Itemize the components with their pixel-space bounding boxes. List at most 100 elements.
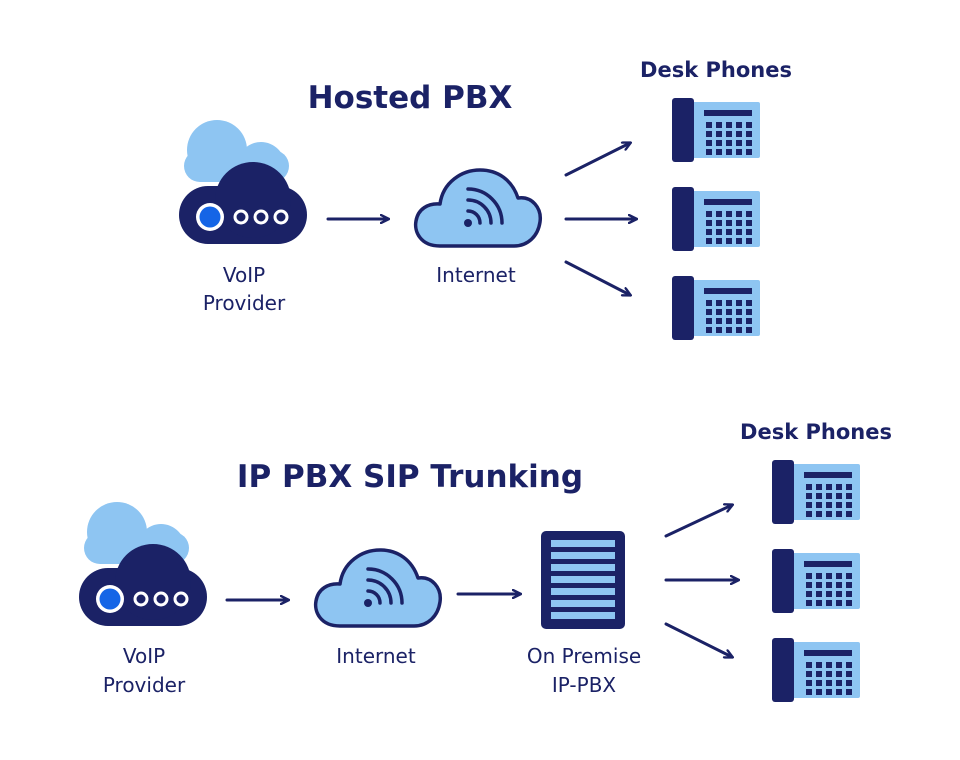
keypad-key <box>716 300 722 306</box>
keypad-key <box>716 309 722 315</box>
keypad-key <box>846 493 852 499</box>
keypad-key <box>736 149 742 155</box>
keypad-key <box>836 502 842 508</box>
keypad-key <box>726 122 732 128</box>
sip-provider-label-2: Provider <box>103 673 186 697</box>
keypad-key <box>736 140 742 146</box>
keypad-key <box>836 671 842 677</box>
keypad-key <box>746 140 752 146</box>
keypad-key <box>836 591 842 597</box>
keypad-key <box>846 600 852 606</box>
keypad-key <box>816 680 822 686</box>
internet-cloud-icon <box>413 168 543 248</box>
keypad-key <box>816 671 822 677</box>
keypad-key <box>836 582 842 588</box>
server-rack-icon <box>541 531 625 629</box>
desk-phone-icon <box>672 276 760 340</box>
keypad-key <box>836 493 842 499</box>
keypad-key <box>746 149 752 155</box>
sip-title: IP PBX SIP Trunking <box>237 459 583 495</box>
keypad-key <box>716 131 722 137</box>
keypad-key <box>826 591 832 597</box>
keypad-key <box>726 211 732 217</box>
keypad-key <box>806 600 812 606</box>
sip-provider-label-1: VoIP <box>123 644 165 668</box>
keypad-key <box>816 582 822 588</box>
sip-trunking-section: IP PBX SIP Trunking VoIP Provider Intern… <box>77 420 892 702</box>
keypad-key <box>846 582 852 588</box>
arrow-internet-to-phone-1 <box>564 143 630 177</box>
hosted-phones-label: Desk Phones <box>640 58 792 82</box>
keypad-key <box>826 680 832 686</box>
keypad-key <box>706 309 712 315</box>
keypad-key <box>746 318 752 324</box>
keypad-key <box>726 309 732 315</box>
keypad-key <box>736 327 742 333</box>
keypad-key <box>726 220 732 226</box>
keypad-key <box>816 511 822 517</box>
keypad-key <box>716 149 722 155</box>
keypad-key <box>846 671 852 677</box>
arrow-pbx-to-phone-1 <box>664 505 732 538</box>
keypad-key <box>726 318 732 324</box>
keypad-key <box>806 582 812 588</box>
keypad-key <box>736 300 742 306</box>
keypad-key <box>836 680 842 686</box>
hosted-provider-label-1: VoIP <box>223 263 265 287</box>
keypad-key <box>826 502 832 508</box>
keypad-key <box>726 149 732 155</box>
keypad-key <box>826 511 832 517</box>
keypad-key <box>836 484 842 490</box>
sip-pbx-label-2: IP-PBX <box>552 673 617 697</box>
keypad-key <box>706 140 712 146</box>
keypad-key <box>826 484 832 490</box>
sip-pbx-label-1: On Premise <box>527 644 641 668</box>
keypad-key <box>746 220 752 226</box>
hosted-provider-label-2: Provider <box>203 291 286 315</box>
keypad-key <box>816 493 822 499</box>
keypad-key <box>826 671 832 677</box>
keypad-key <box>706 318 712 324</box>
hosted-title: Hosted PBX <box>308 80 513 116</box>
keypad-key <box>836 573 842 579</box>
arrow-pbx-to-phone-3 <box>664 622 732 657</box>
keypad-key <box>806 484 812 490</box>
keypad-key <box>836 689 842 695</box>
keypad-key <box>846 680 852 686</box>
keypad-key <box>816 689 822 695</box>
keypad-key <box>736 229 742 235</box>
keypad-key <box>826 689 832 695</box>
sip-internet-label: Internet <box>336 644 416 668</box>
hosted-internet-label: Internet <box>436 263 516 287</box>
keypad-key <box>836 662 842 668</box>
desk-phone-icon <box>672 187 760 251</box>
keypad-key <box>706 229 712 235</box>
keypad-key <box>836 511 842 517</box>
keypad-key <box>816 600 822 606</box>
keypad-key <box>716 220 722 226</box>
keypad-key <box>846 484 852 490</box>
keypad-key <box>846 662 852 668</box>
keypad-key <box>806 511 812 517</box>
desk-phone-icon <box>672 98 760 162</box>
keypad-key <box>716 229 722 235</box>
keypad-key <box>746 131 752 137</box>
keypad-key <box>816 484 822 490</box>
keypad-key <box>706 149 712 155</box>
desk-phone-icon <box>772 638 860 702</box>
hosted-pbx-section: Hosted PBX VoIP Provider Internet Desk P… <box>177 58 792 340</box>
keypad-key <box>806 680 812 686</box>
keypad-key <box>716 327 722 333</box>
keypad-key <box>846 511 852 517</box>
sip-phones-label: Desk Phones <box>740 420 892 444</box>
desk-phone-icon <box>772 549 860 613</box>
keypad-key <box>726 238 732 244</box>
keypad-key <box>706 220 712 226</box>
keypad-key <box>726 140 732 146</box>
keypad-key <box>816 662 822 668</box>
keypad-key <box>846 689 852 695</box>
keypad-key <box>736 220 742 226</box>
keypad-key <box>716 211 722 217</box>
